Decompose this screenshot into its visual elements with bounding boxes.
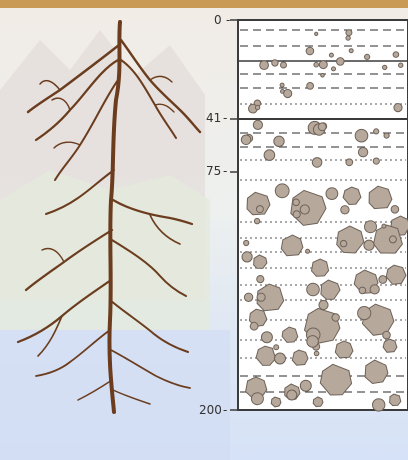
pebble [250, 322, 258, 330]
depth-label-0: 0 [214, 13, 222, 27]
depth-dash: - [223, 164, 227, 178]
pebble [274, 345, 279, 350]
pebble [314, 351, 319, 356]
pebble [261, 332, 272, 343]
stone [292, 350, 308, 365]
pebble [319, 300, 328, 309]
pebble [300, 380, 311, 391]
pebble [346, 36, 350, 40]
pebble [274, 136, 284, 146]
pebble [254, 218, 259, 223]
pebble [374, 129, 379, 134]
pebble [379, 276, 387, 284]
depth-dash: - [226, 13, 230, 27]
pebble [321, 74, 325, 78]
pebble [306, 47, 314, 55]
pebble [358, 307, 371, 320]
pebble [318, 123, 326, 131]
depth-label-41: 41 [206, 111, 221, 125]
pebble [275, 184, 289, 198]
pebble [314, 62, 319, 67]
pebble [293, 199, 300, 206]
pebble [242, 252, 252, 262]
pebble [306, 249, 310, 253]
pebble [244, 293, 252, 301]
pebble [281, 62, 287, 68]
pebble [307, 83, 314, 90]
pebble [312, 158, 322, 168]
pebble [358, 148, 367, 157]
pebble [365, 54, 370, 59]
pebble [307, 336, 319, 348]
pebble [384, 133, 389, 138]
pebble [253, 120, 262, 129]
pebble [341, 206, 349, 214]
depth-label-200: 200 [199, 403, 222, 417]
pebble [355, 129, 368, 142]
pebble [326, 188, 338, 200]
water-area [0, 330, 230, 460]
pebble [264, 150, 275, 161]
hill-silhouette [0, 170, 210, 330]
pebble [391, 206, 399, 214]
pebble [346, 159, 353, 166]
pebble [260, 61, 269, 70]
pebble [329, 53, 333, 57]
depth-label-75: 75 [206, 164, 221, 178]
soil-profile [230, 20, 408, 411]
stone [312, 259, 329, 276]
pebble [284, 89, 292, 97]
pebble [382, 224, 386, 228]
pebble [315, 32, 318, 35]
stone [313, 397, 323, 407]
pebble [251, 393, 263, 405]
pebble [383, 65, 387, 69]
stone [335, 341, 353, 358]
pebble [373, 399, 385, 411]
pebble [337, 58, 345, 66]
pebble [364, 240, 374, 250]
pebble [307, 283, 320, 296]
pebble [257, 276, 264, 283]
pebble [255, 105, 259, 109]
stone [390, 394, 401, 406]
pebble [359, 287, 366, 294]
depth-dash: - [223, 111, 227, 125]
pebble [383, 331, 391, 339]
pebble [340, 240, 346, 246]
stone [271, 397, 281, 407]
pebble [346, 30, 352, 36]
stone [374, 225, 403, 253]
pebble [272, 60, 278, 66]
stone [383, 339, 397, 352]
pebble [394, 104, 402, 112]
depth-dash: - [223, 403, 227, 417]
pebble [257, 293, 265, 301]
top-band [0, 0, 408, 8]
pebble [370, 285, 379, 294]
pebble [399, 63, 403, 67]
pebble [393, 52, 399, 58]
pebble [293, 211, 300, 218]
pebble [373, 158, 379, 164]
pebble [287, 390, 297, 400]
pebble [244, 240, 249, 245]
pebble [241, 135, 251, 145]
pebble [256, 206, 263, 213]
pebble [275, 353, 286, 364]
pebble [332, 314, 339, 321]
pebble [319, 61, 327, 69]
pebble [300, 205, 309, 214]
pebble [349, 49, 353, 53]
pebble [365, 221, 377, 233]
pebble [280, 83, 284, 87]
pebble [332, 67, 336, 71]
pebble [389, 236, 396, 243]
